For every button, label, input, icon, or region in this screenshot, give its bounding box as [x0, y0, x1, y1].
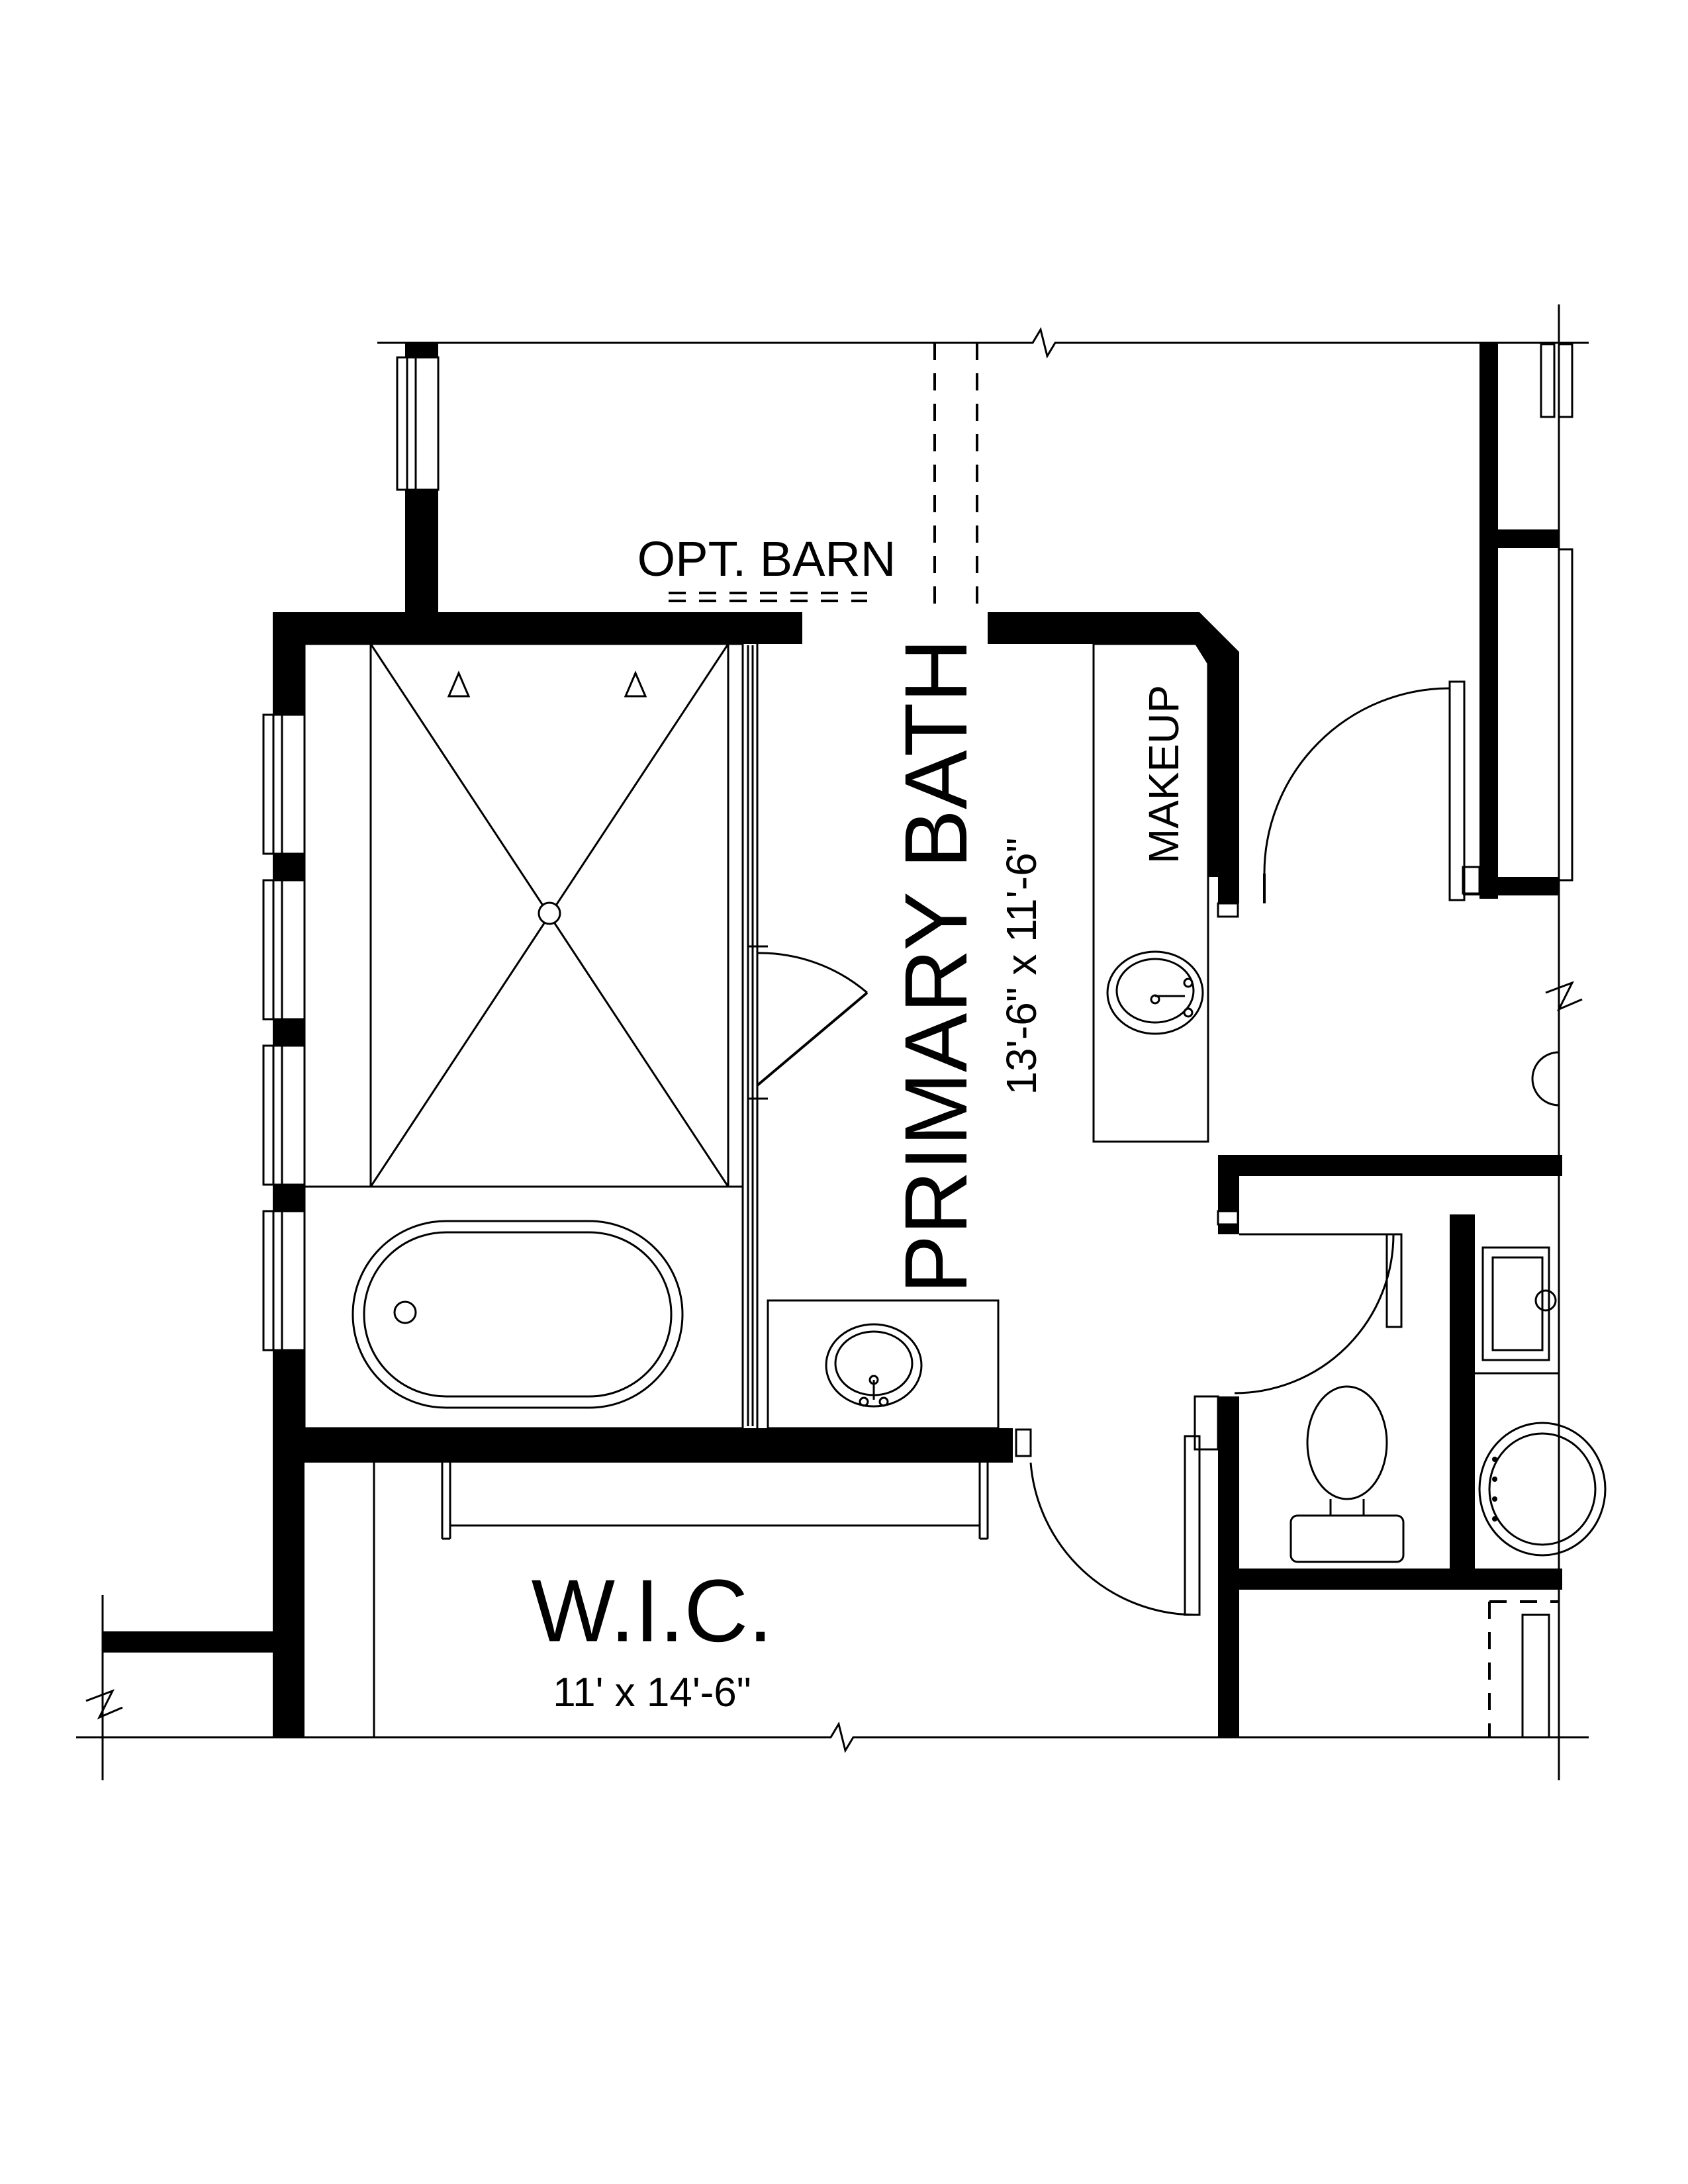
tub-drain-icon: [393, 1300, 417, 1324]
windows: [262, 343, 1573, 1351]
wall-trim: [1015, 866, 1481, 1457]
shower-drain-icon: [538, 901, 561, 925]
primary-bath-dims: 13'-6" x 11'-6": [998, 838, 1045, 1095]
labels: OPT. BARN PRIMARY BATH 13'-6" x 11'-6" M…: [532, 531, 1188, 1715]
doors: [1029, 680, 1466, 1616]
bathtub: [352, 1220, 684, 1409]
door-swing: [1234, 1234, 1395, 1394]
sink-icon: [1106, 950, 1204, 1035]
sink-icon: [825, 1323, 923, 1408]
shower-head-icon: [624, 670, 647, 698]
wic-closet: [373, 1463, 989, 1737]
door-swing: [1263, 687, 1450, 874]
wic-dims: 11' x 14'-6": [553, 1670, 751, 1715]
shower-head-icon: [447, 670, 471, 698]
shower: [303, 641, 868, 1431]
wic-label: W.I.C.: [532, 1562, 773, 1661]
vanity-right: [1092, 643, 1209, 1143]
primary-bath-label: PRIMARY BATH: [887, 639, 986, 1294]
toilet-icon: [1306, 1385, 1388, 1500]
door-swing: [1029, 1462, 1196, 1616]
makeup-label: MAKEUP: [1140, 685, 1188, 864]
opt-barn-label: OPT. BARN: [637, 531, 896, 586]
toilet: [1289, 1385, 1405, 1563]
shower-door-swing: [757, 952, 868, 994]
opening-dashes: [669, 343, 978, 612]
adjacent-bath: [1475, 343, 1607, 1739]
vanity-left: [767, 1299, 1000, 1430]
